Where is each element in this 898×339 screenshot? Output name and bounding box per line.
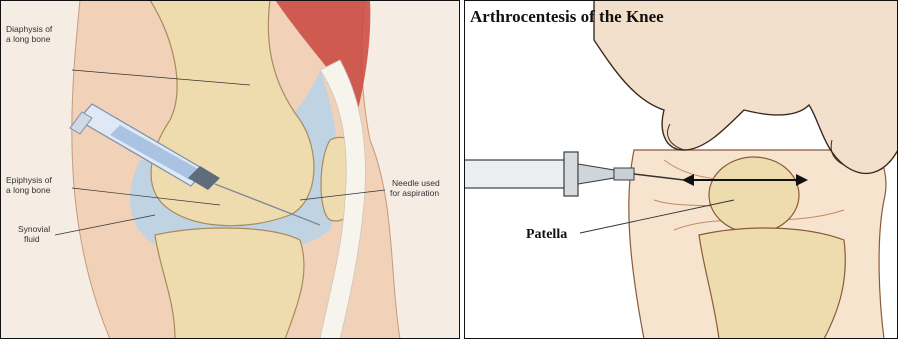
figure-title: Arthrocentesis of the Knee — [470, 7, 664, 26]
tibia-bone-shape — [155, 228, 304, 339]
left-illustration-panel: Diaphysis of a long bone Epiphysis of a … — [0, 0, 460, 339]
diaphysis-label-line1: Diaphysis of — [6, 24, 53, 34]
right-illustration-panel: Arthrocentesis of the Knee Patella — [464, 0, 898, 339]
needle-label-line2: for aspiration — [390, 188, 439, 198]
arthrocentesis-illustration: Arthrocentesis of the Knee Patella — [464, 0, 898, 339]
tibia-bone-shape — [699, 228, 845, 339]
patella-label: Patella — [526, 227, 567, 242]
diaphysis-label-line2: a long bone — [6, 34, 51, 44]
epiphysis-label-line1: Epiphysis of — [6, 175, 52, 185]
knee-aspiration-illustration: Diaphysis of a long bone Epiphysis of a … — [0, 0, 460, 339]
epiphysis-label-line2: a long bone — [6, 185, 51, 195]
synovial-label-line1: Synovial — [18, 224, 50, 234]
patella-bone-shape — [709, 157, 799, 233]
synovial-label-line2: fluid — [24, 234, 40, 244]
needle-label-line1: Needle used — [392, 178, 440, 188]
